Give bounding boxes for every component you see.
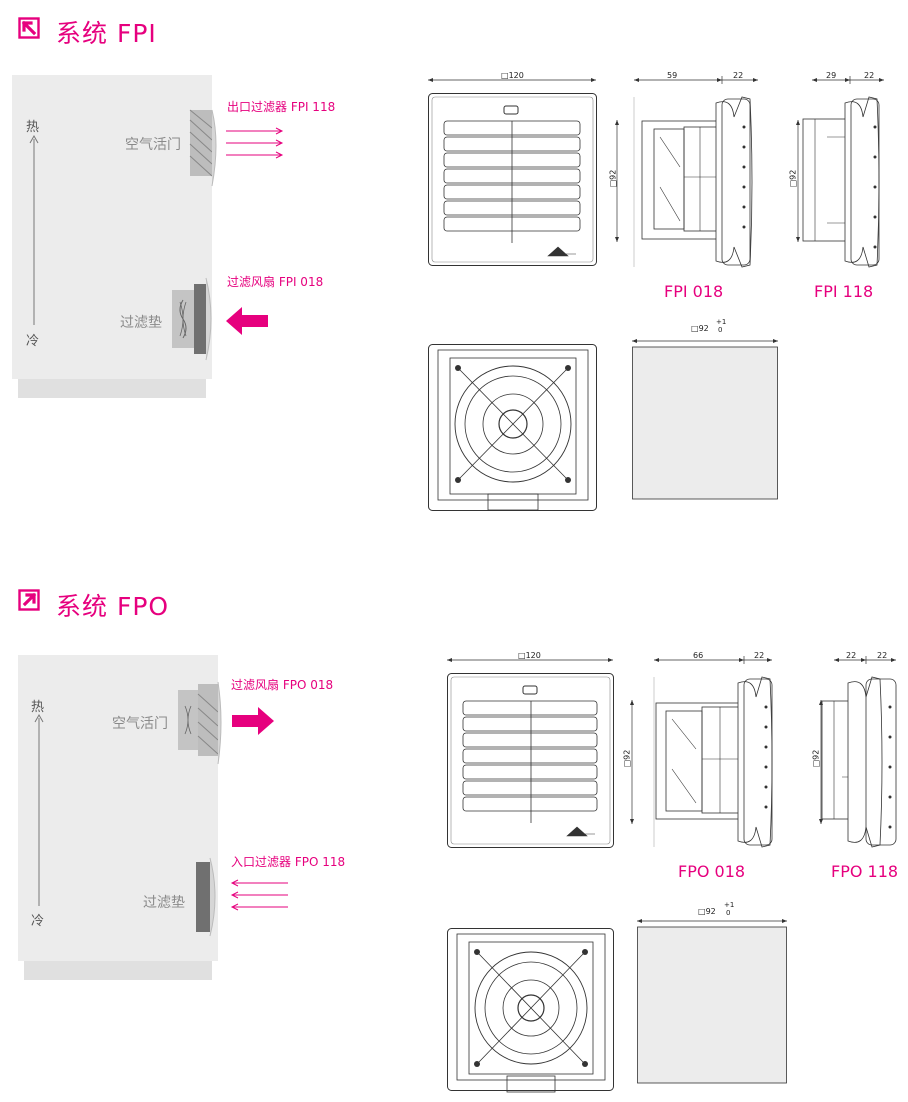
fpi-filter-fan bbox=[172, 277, 212, 361]
fpi-title: 系统 FPI bbox=[56, 19, 157, 48]
fpi-model-b: FPI 118 bbox=[814, 282, 874, 301]
fpo-model-b: FPO 118 bbox=[831, 862, 899, 881]
fpo-front-view bbox=[447, 673, 614, 848]
fpo-fan-label: 过滤风扇 FPO 018 bbox=[231, 678, 334, 692]
fpo-118-height-text: 92 bbox=[811, 749, 821, 760]
fpo-width-value: □120 bbox=[518, 651, 541, 660]
fpi-inflow-arrow bbox=[226, 307, 268, 335]
fpi-118-side-view bbox=[802, 96, 880, 268]
arrow-in-icon bbox=[18, 17, 40, 39]
fpo-depth-a: 66 bbox=[693, 651, 704, 660]
fpo-118-depth-dimension bbox=[834, 656, 896, 664]
fpo-filter-fan bbox=[178, 681, 222, 765]
fpo-title: 系统 FPO bbox=[56, 592, 170, 621]
fpo-cutout-tol-plus: +1 bbox=[724, 901, 735, 909]
fpo-cutout-tol-zero: 0 bbox=[726, 909, 731, 917]
fpi-pad-label: 过滤垫 bbox=[120, 315, 162, 331]
fpi-rear-view bbox=[428, 344, 597, 511]
fpo-temperature-arrow bbox=[34, 713, 44, 906]
fpi-depth-d: 22 bbox=[864, 71, 875, 80]
fpo-inflow-arrows bbox=[230, 879, 288, 911]
fpo-rear-view bbox=[447, 928, 614, 1093]
fpi-model-a: FPI 018 bbox=[664, 282, 724, 301]
fpo-vent-label: 空气活门 bbox=[112, 716, 168, 732]
fpo-cutout-value: □92 bbox=[698, 907, 716, 916]
fpi-depth-b: 22 bbox=[733, 71, 744, 80]
fpi-width-value: □120 bbox=[501, 71, 524, 80]
fpi-cabinet-base bbox=[18, 379, 206, 398]
fpo-118-side-view bbox=[821, 676, 897, 848]
fpo-height-value: □92 bbox=[622, 749, 632, 768]
fpi-front-view bbox=[428, 93, 597, 266]
fpo-118-height-dimension bbox=[819, 700, 823, 824]
fpo-height-dimension bbox=[630, 700, 634, 824]
fpi-018-depth-dimension bbox=[634, 76, 758, 84]
fpo-width-dimension bbox=[447, 658, 613, 662]
fpi-118-depth-dimension bbox=[812, 76, 884, 84]
fpi-width-text: 120 bbox=[508, 71, 524, 80]
fpi-temperature-arrow bbox=[29, 134, 39, 325]
fpo-inlet-label: 入口过滤器 FPO 118 bbox=[231, 855, 346, 869]
fpi-depth-a: 59 bbox=[667, 71, 678, 80]
fpi-118-height-value: □92 bbox=[788, 169, 798, 188]
fpo-cold-label: 冷 bbox=[31, 914, 45, 929]
fpo-depth-b: 22 bbox=[754, 651, 765, 660]
fpo-cutout-view bbox=[637, 919, 787, 1084]
fpo-018-depth-dimension bbox=[654, 656, 772, 664]
fpi-height-dimension bbox=[615, 120, 619, 242]
fpo-height-text: 92 bbox=[622, 749, 632, 760]
fpo-depth-d: 22 bbox=[877, 651, 888, 660]
fpi-cold-label: 冷 bbox=[26, 334, 40, 349]
fpo-018-side-view bbox=[653, 676, 773, 848]
fpo-cabinet-base bbox=[24, 961, 212, 980]
fpo-model-a: FPO 018 bbox=[678, 862, 746, 881]
fpo-pad-label: 过滤垫 bbox=[143, 895, 185, 911]
fpi-width-dimension bbox=[428, 78, 596, 82]
fpo-cutout-text: 92 bbox=[705, 907, 716, 916]
arrow-out-icon bbox=[18, 589, 40, 611]
fpi-cutout-value: □92 bbox=[691, 324, 709, 333]
fpi-outlet-label: 出口过滤器 FPI 118 bbox=[227, 100, 336, 114]
fpo-depth-c: 22 bbox=[846, 651, 857, 660]
fpi-outflow-arrows bbox=[226, 127, 284, 159]
fpi-cutout-text: 92 bbox=[698, 324, 709, 333]
fpi-height-text: 92 bbox=[608, 169, 618, 180]
fpi-118-height-text: 92 bbox=[788, 169, 798, 180]
fpo-width-text: 120 bbox=[525, 651, 541, 660]
fpi-cutout-tol-zero: 0 bbox=[718, 326, 723, 334]
fpi-fan-label: 过滤风扇 FPI 018 bbox=[227, 275, 324, 289]
fpo-outflow-arrow bbox=[232, 707, 274, 735]
fpi-air-vent bbox=[189, 109, 217, 187]
fpo-hot-label: 热 bbox=[31, 700, 45, 715]
fpi-vent-label: 空气活门 bbox=[125, 137, 181, 153]
fpi-height-value: □92 bbox=[608, 169, 618, 188]
fpo-inlet-filter bbox=[196, 857, 216, 937]
fpi-depth-c: 29 bbox=[826, 71, 837, 80]
fpo-118-height-value: □92 bbox=[811, 749, 821, 768]
fpi-018-side-view bbox=[633, 96, 753, 268]
fpi-118-height-dimension bbox=[796, 120, 800, 242]
fpi-hot-label: 热 bbox=[26, 120, 40, 135]
fpi-cutout-view bbox=[632, 339, 778, 500]
fpi-cutout-tol-plus: +1 bbox=[716, 318, 727, 326]
